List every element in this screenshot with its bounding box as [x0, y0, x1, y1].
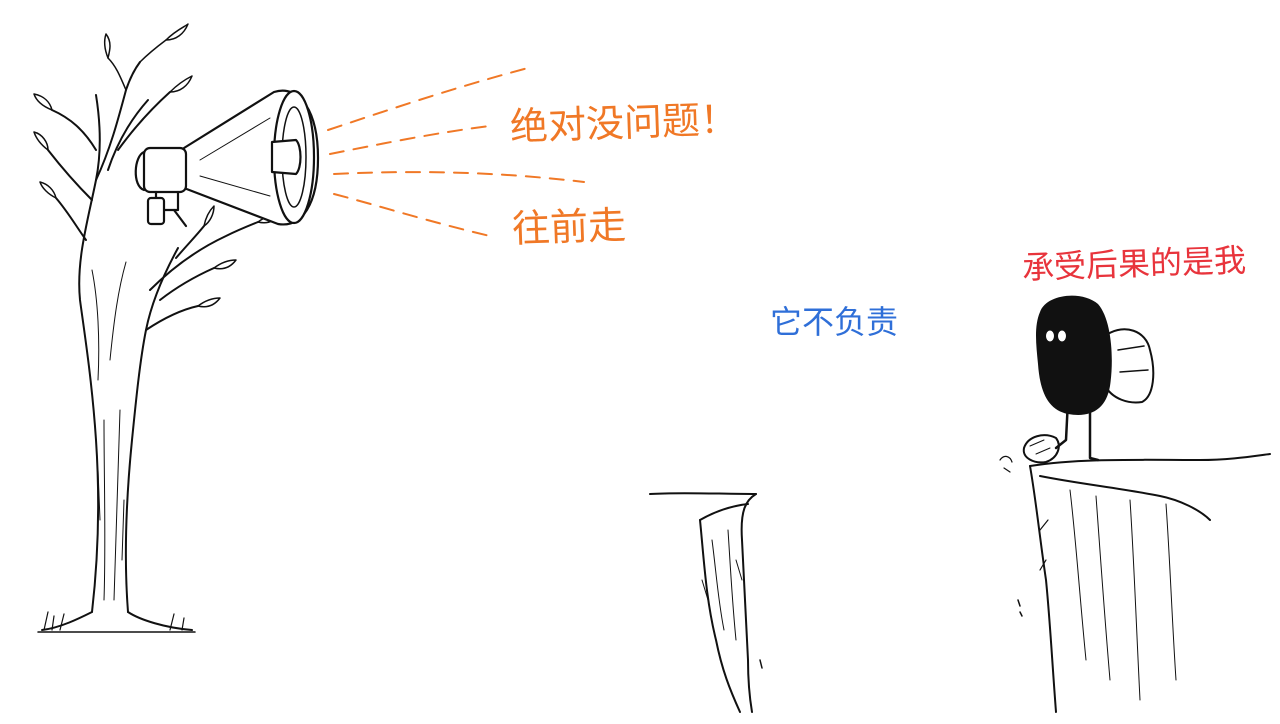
sound-lines — [327, 67, 585, 237]
black-blob-backpacker — [1036, 295, 1155, 462]
tree — [33, 23, 281, 633]
cliff-right — [999, 453, 1271, 713]
caption-consequences: 承受后果的是我 — [1021, 241, 1247, 287]
caption-not-responsible: 它不负责 — [770, 303, 899, 341]
falling-rock — [1022, 434, 1060, 464]
shout-text-no-problem: 绝对没问题！ — [509, 97, 739, 149]
cliff-left — [649, 492, 763, 713]
shout-text-go-forward: 往前走 — [511, 203, 627, 251]
megaphone-icon — [134, 89, 320, 228]
